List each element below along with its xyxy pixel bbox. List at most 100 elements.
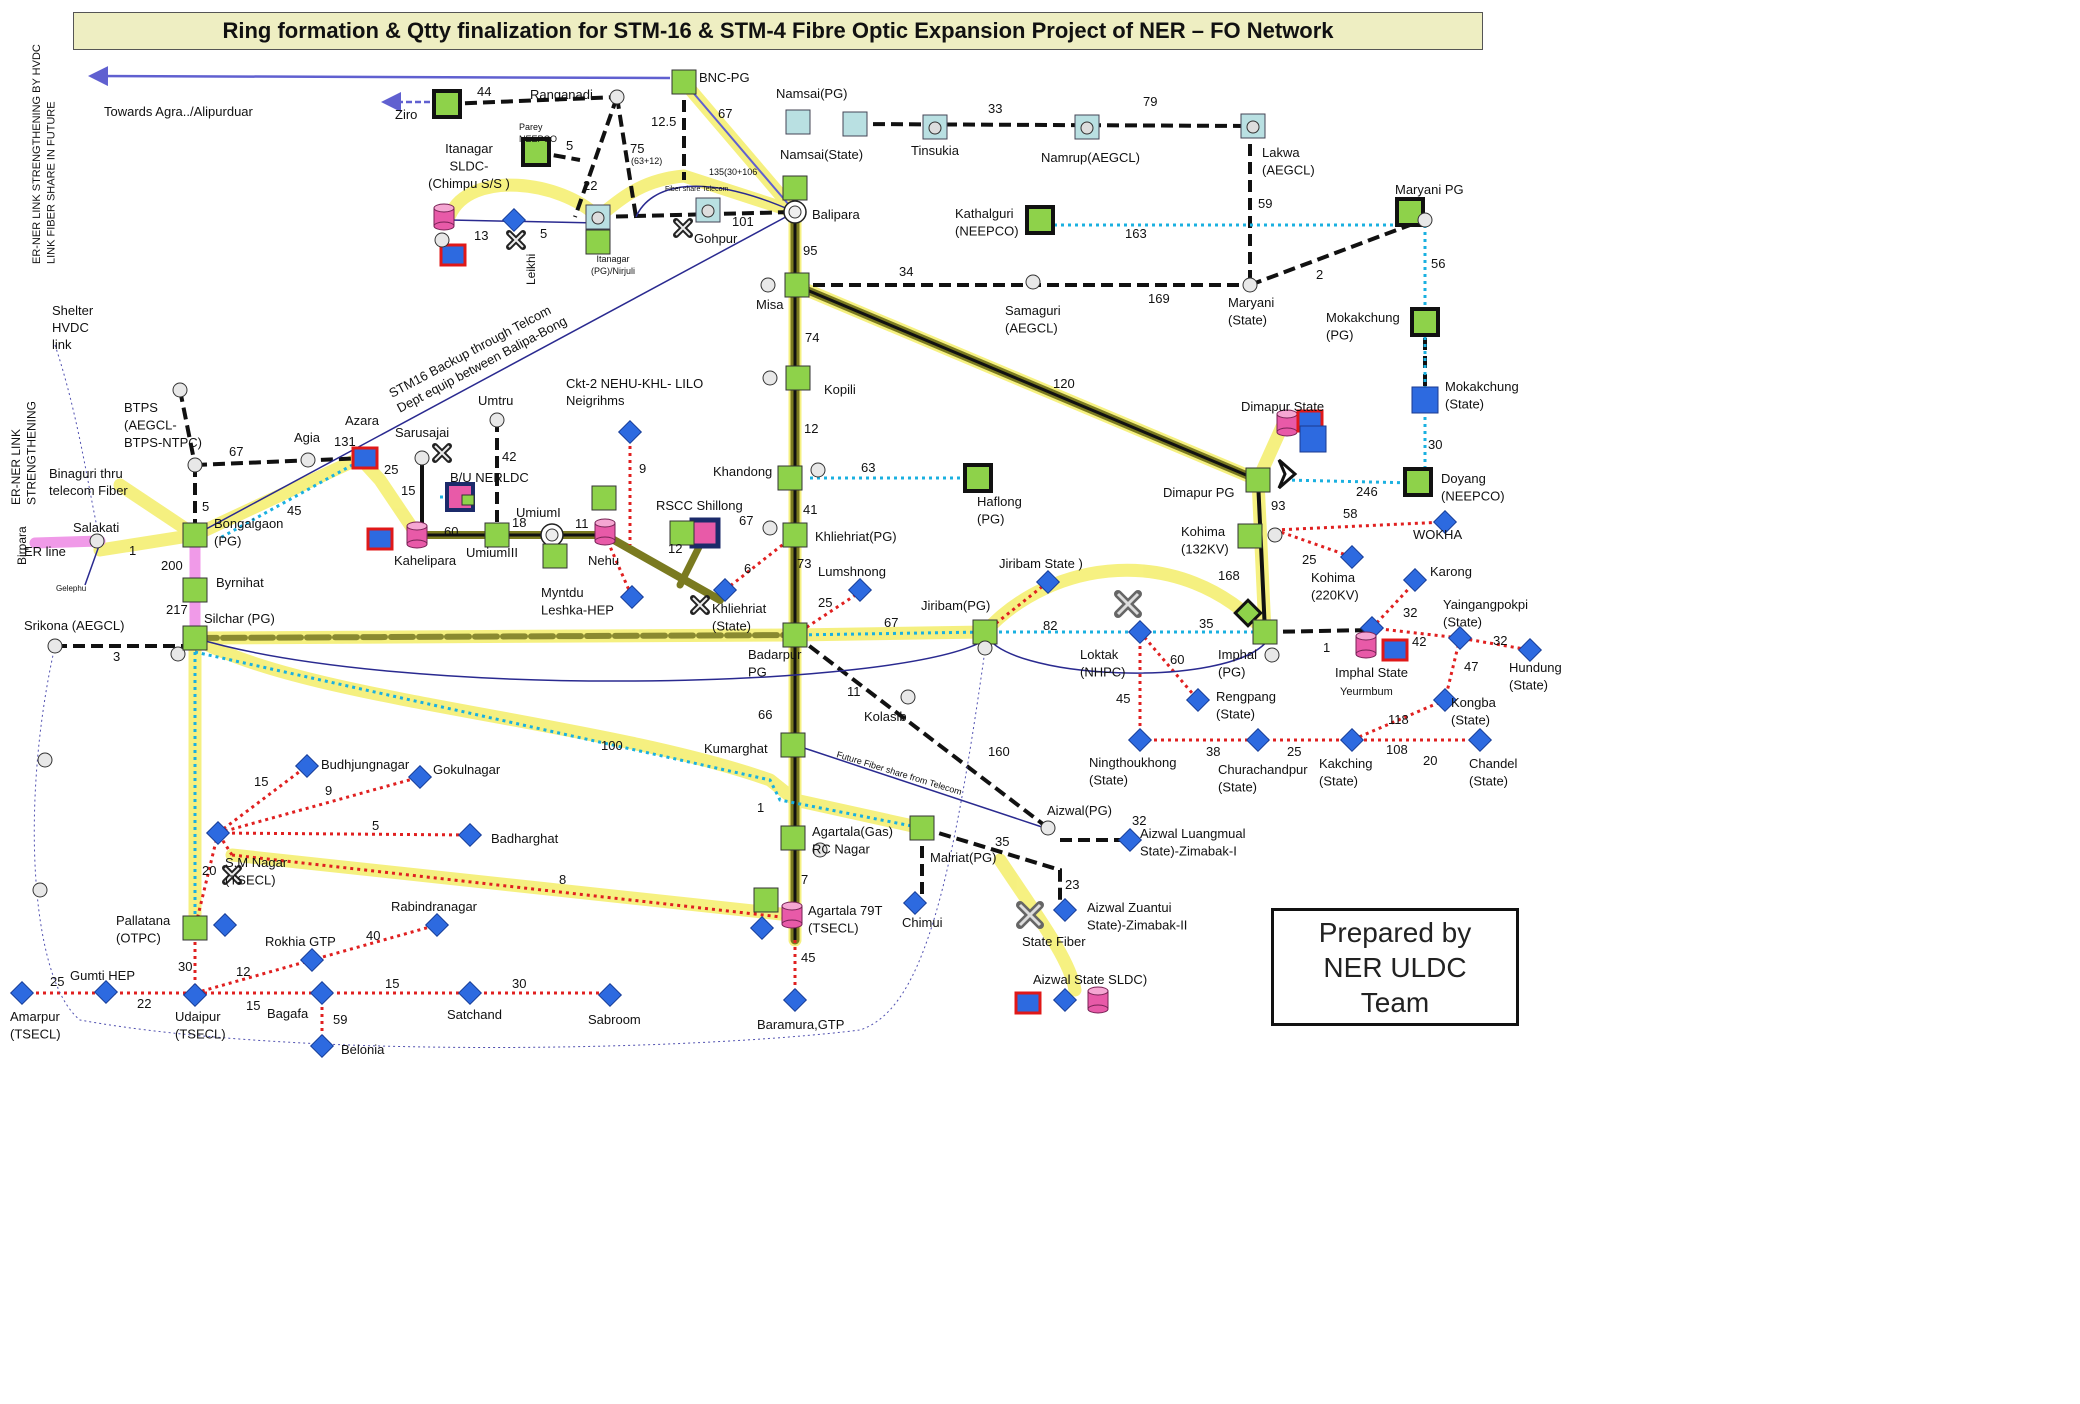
distance-label: 45 xyxy=(1116,691,1130,706)
haflong-node xyxy=(963,463,993,493)
prepared-line-2: NER ULDC xyxy=(1323,951,1467,983)
umiumi-node xyxy=(540,523,564,547)
station-label-haflong: Haflong(PG) xyxy=(977,494,1022,527)
doyang-node xyxy=(1403,467,1433,497)
distance-label: 73 xyxy=(797,556,811,571)
distance-label: 82 xyxy=(1043,618,1057,633)
station-label-sabroom: Sabroom xyxy=(588,1012,641,1027)
distance-label: 42 xyxy=(502,449,516,464)
distance-label: 15 xyxy=(246,998,260,1013)
distance-label: 2 xyxy=(1316,267,1323,282)
station-label-kopili: Kopili xyxy=(824,382,856,397)
maryani-state-node xyxy=(1242,277,1258,293)
line-towards-agra xyxy=(88,66,671,87)
distance-label: 67 xyxy=(718,106,732,121)
distance-label: 246 xyxy=(1356,484,1378,499)
distance-label: 45 xyxy=(287,503,301,518)
distance-label: 47 xyxy=(1464,659,1478,674)
distance-label: 22 xyxy=(137,996,151,1011)
tinsukia-node xyxy=(922,114,948,140)
namsai-state-node xyxy=(842,111,868,137)
node-layer xyxy=(9,69,1543,1059)
khliehriat-cross xyxy=(690,595,710,615)
distance-label: 41 xyxy=(803,502,817,517)
umiumi-green-low xyxy=(542,543,568,569)
station-label-ningthoukhong: Ningthoukhong(State) xyxy=(1089,755,1176,788)
khandong-circle xyxy=(810,462,826,478)
distance-label: 18 xyxy=(512,515,526,530)
bu-nerldc-node xyxy=(445,482,475,512)
namsai-pg-node xyxy=(785,109,811,135)
distance-label: 45 xyxy=(801,950,815,965)
station-label-khliehriat_state: Khliehriat(State) xyxy=(712,601,767,634)
kolasib-node xyxy=(900,689,916,705)
station-label-gumti: Gumti HEP xyxy=(70,968,135,983)
blue-line-layer xyxy=(84,66,1269,829)
byrnihat-node xyxy=(182,577,208,603)
station-label-gohpur: Gohpur xyxy=(694,231,738,246)
ziro-node xyxy=(432,89,462,119)
distance-label: (63+12) xyxy=(631,156,662,166)
loktak-node xyxy=(1127,619,1153,645)
distance-label: 30 xyxy=(512,976,526,991)
belonia-node xyxy=(309,1033,335,1059)
distance-label: 59 xyxy=(1258,196,1272,211)
distance-label: 25 xyxy=(1287,744,1301,759)
khliehriat-state-node xyxy=(712,577,738,603)
station-label-churachandpur: Churachandpur(State) xyxy=(1218,762,1308,795)
aizwal-sldc-dia xyxy=(1052,987,1078,1013)
station-label-udaipur: Udaipur(TSECL) xyxy=(175,1009,226,1042)
jiribam-pg-node xyxy=(972,619,998,645)
khliehriat-pg-node xyxy=(782,522,808,548)
station-label-badharghat: Badharghat xyxy=(491,831,559,846)
distance-label: 9 xyxy=(639,461,646,476)
station-label-agartala79: Agartala 79T(TSECL) xyxy=(808,903,882,936)
distance-label: 15 xyxy=(254,774,268,789)
gumti-node xyxy=(93,979,119,1005)
myntdu-node xyxy=(619,584,645,610)
imphal-pg-node xyxy=(1252,619,1278,645)
station-label-kathalguri: Kathalguri(NEEPCO) xyxy=(955,206,1019,239)
note-gelephu: Gelephu xyxy=(56,584,86,593)
distance-label: 108 xyxy=(1386,742,1408,757)
prepared-line-1: Prepared by xyxy=(1318,916,1472,948)
station-label-kumarghat: Kumarghat xyxy=(704,741,768,756)
station-label-namrup: Namrup(AEGCL) xyxy=(1041,150,1140,165)
distance-label: 1 xyxy=(757,800,764,815)
highlight-kumarghat-malriat xyxy=(788,793,929,835)
badharghat-node xyxy=(457,822,483,848)
chimui-node xyxy=(902,890,928,916)
rscc-node xyxy=(689,517,721,549)
umiumiii-node xyxy=(484,522,510,548)
station-label-balipara: Balipara xyxy=(812,207,860,222)
gohpur-node xyxy=(695,197,721,223)
distance-label: 66 xyxy=(758,707,772,722)
agia-node xyxy=(300,452,316,468)
itanagar-pg-node xyxy=(585,204,611,230)
wokha-node xyxy=(1432,509,1458,535)
station-label-amarpur: Amarpur(TSECL) xyxy=(10,1009,61,1042)
station-label-tinsukia: Tinsukia xyxy=(911,143,960,158)
station-label-umtru: Umtru xyxy=(478,393,513,408)
mokakchung-pg-node xyxy=(1410,307,1440,337)
satchand-node xyxy=(457,980,483,1006)
distance-label: 118 xyxy=(1388,712,1409,727)
aizwal-sldc-cyl xyxy=(1087,986,1109,1014)
bagafa-node xyxy=(309,980,335,1006)
station-label-aizwal_pg: Aizwal(PG) xyxy=(1047,803,1112,818)
distance-label: 35 xyxy=(1199,616,1213,631)
highlight-badarpur-jiribam xyxy=(788,625,992,642)
silchar-node xyxy=(182,625,208,651)
distance-label: 168 xyxy=(1218,568,1240,583)
silchar-circle xyxy=(170,646,186,662)
lumshnong-node xyxy=(847,577,873,603)
distance-label: 20 xyxy=(1423,753,1437,768)
karong-node xyxy=(1402,567,1428,593)
maryani-pg-circle xyxy=(1417,212,1433,228)
imphal-diamond xyxy=(1233,598,1263,628)
kohima132-node xyxy=(1237,523,1263,549)
